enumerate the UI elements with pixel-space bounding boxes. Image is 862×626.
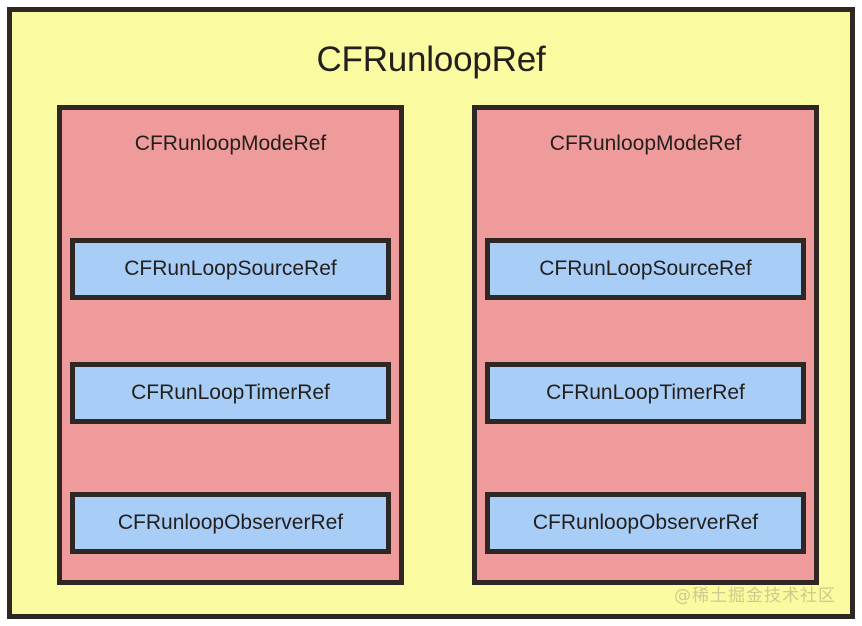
watermark-text: @稀土掘金技术社区 <box>674 586 836 606</box>
item-label: CFRunLoopTimerRef <box>131 381 330 404</box>
item-label: CFRunLoopTimerRef <box>546 381 745 404</box>
mode-column-2-item-timer: CFRunLoopTimerRef <box>485 362 806 424</box>
mode-column-2: CFRunloopModeRef CFRunLoopSourceRef CFRu… <box>472 105 819 585</box>
mode-column-2-item-observer: CFRunloopObserverRef <box>485 492 806 554</box>
mode-column-2-title: CFRunloopModeRef <box>549 132 742 155</box>
item-label: CFRunLoopSourceRef <box>124 257 337 280</box>
mode-column-1-item-source: CFRunLoopSourceRef <box>70 238 391 300</box>
mode-column-1: CFRunloopModeRef CFRunLoopSourceRef CFRu… <box>57 105 404 585</box>
item-label: CFRunloopObserverRef <box>117 511 344 534</box>
mode-column-2-item-source: CFRunLoopSourceRef <box>485 238 806 300</box>
cfrunloop-container: CFRunloopRef CFRunloopModeRef CFRunLoopS… <box>7 7 855 619</box>
item-label: CFRunLoopSourceRef <box>539 257 752 280</box>
mode-column-1-item-observer: CFRunloopObserverRef <box>70 492 391 554</box>
item-label: CFRunloopObserverRef <box>532 511 759 534</box>
mode-column-1-item-timer: CFRunLoopTimerRef <box>70 362 391 424</box>
mode-column-1-title: CFRunloopModeRef <box>134 132 327 155</box>
page-title: CFRunloopRef <box>316 40 546 79</box>
